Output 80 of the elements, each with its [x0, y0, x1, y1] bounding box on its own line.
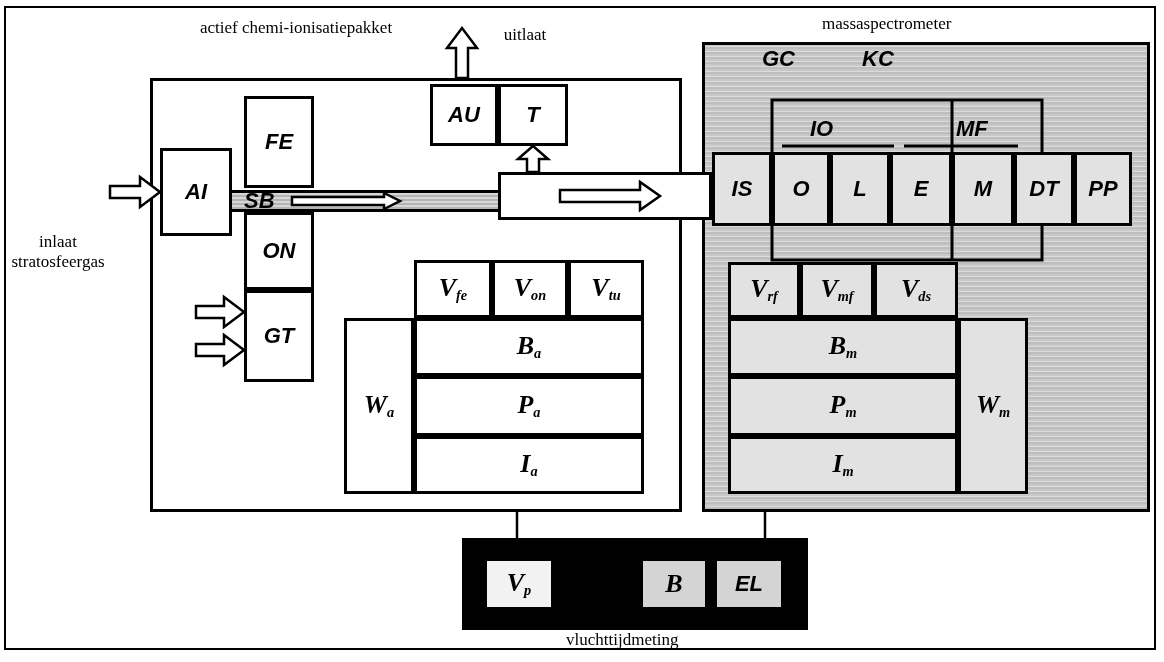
component-box	[874, 262, 958, 318]
component-label: EL	[734, 573, 764, 595]
part-label: GC	[762, 48, 795, 70]
component-label: V$_{tu}$	[591, 275, 621, 303]
component-box	[244, 212, 314, 290]
connector-line	[515, 512, 519, 538]
flow-arrow	[194, 294, 247, 330]
flow-arrow	[194, 332, 247, 368]
block-box	[150, 78, 682, 512]
component-label: B$_{a}$	[516, 333, 542, 361]
part-label: KC	[862, 48, 894, 70]
component-box	[1014, 152, 1074, 226]
component-label: O	[792, 178, 810, 200]
component-box	[712, 152, 772, 226]
component-box	[492, 260, 568, 318]
component-box	[958, 318, 1028, 494]
block-box	[702, 42, 1150, 512]
section-heading: massaspectrometer	[822, 14, 952, 34]
component-box	[640, 558, 708, 610]
connector-line	[763, 512, 767, 538]
component-box	[830, 152, 890, 226]
component-label: IS	[731, 178, 753, 200]
component-label: B$_{m}$	[828, 333, 858, 361]
component-label: V$_{mf}$	[820, 276, 854, 304]
component-label: T	[526, 104, 540, 126]
component-label: I$_{a}$	[520, 451, 538, 479]
component-label: AI	[185, 181, 207, 203]
component-label: FE	[264, 131, 294, 153]
flow-label: uitlaat	[503, 25, 547, 45]
component-label: DT	[1029, 178, 1059, 200]
component-label: PP	[1088, 178, 1118, 200]
section-heading: vluchttijdmeting	[566, 630, 679, 650]
flow-arrow	[514, 144, 552, 174]
component-box	[714, 558, 784, 610]
component-box	[414, 436, 644, 494]
component-label: P$_{m}$	[829, 392, 857, 420]
component-box	[414, 318, 644, 376]
component-box	[484, 558, 554, 610]
component-box	[772, 152, 830, 226]
component-box	[244, 96, 314, 188]
component-label: B	[665, 571, 683, 597]
part-label: MF	[956, 118, 988, 140]
component-box	[498, 84, 568, 146]
part-label: IO	[810, 118, 834, 140]
component-label: V$_{fe}$	[438, 275, 468, 303]
component-label: V$_{on}$	[513, 275, 547, 303]
block-box	[462, 538, 808, 630]
component-label: V$_{rf}$	[750, 276, 778, 304]
component-box	[244, 290, 314, 382]
component-label: V$_{ds}$	[900, 276, 932, 304]
section-heading: actief chemi-ionisatiepakket	[200, 18, 393, 38]
component-box	[800, 262, 874, 318]
component-label: I$_{m}$	[832, 451, 854, 479]
component-box	[414, 260, 492, 318]
component-label: M	[973, 178, 993, 200]
flow-arrow	[108, 174, 163, 210]
component-label: W$_{a}$	[363, 392, 395, 420]
component-box	[568, 260, 644, 318]
component-box	[728, 318, 958, 376]
component-box	[430, 84, 498, 146]
component-label: AU	[448, 104, 480, 126]
component-label: W$_{m}$	[975, 392, 1011, 420]
component-box	[952, 152, 1014, 226]
component-label: V$_{p}$	[506, 570, 532, 598]
component-label: L	[853, 178, 867, 200]
component-label: ON	[262, 240, 296, 262]
component-label: SB	[244, 190, 275, 212]
flow-arrow	[444, 25, 480, 80]
component-label: P$_{a}$	[517, 392, 541, 420]
component-box	[890, 152, 952, 226]
flow-label: inlaat stratosfeergas	[10, 232, 106, 272]
component-box	[344, 318, 414, 494]
component-box	[728, 376, 958, 436]
component-box	[728, 436, 958, 494]
component-box	[1074, 152, 1132, 226]
component-box	[414, 376, 644, 436]
component-box	[160, 148, 232, 236]
component-label: E	[913, 178, 929, 200]
component-label: GT	[263, 325, 295, 347]
component-box	[728, 262, 800, 318]
